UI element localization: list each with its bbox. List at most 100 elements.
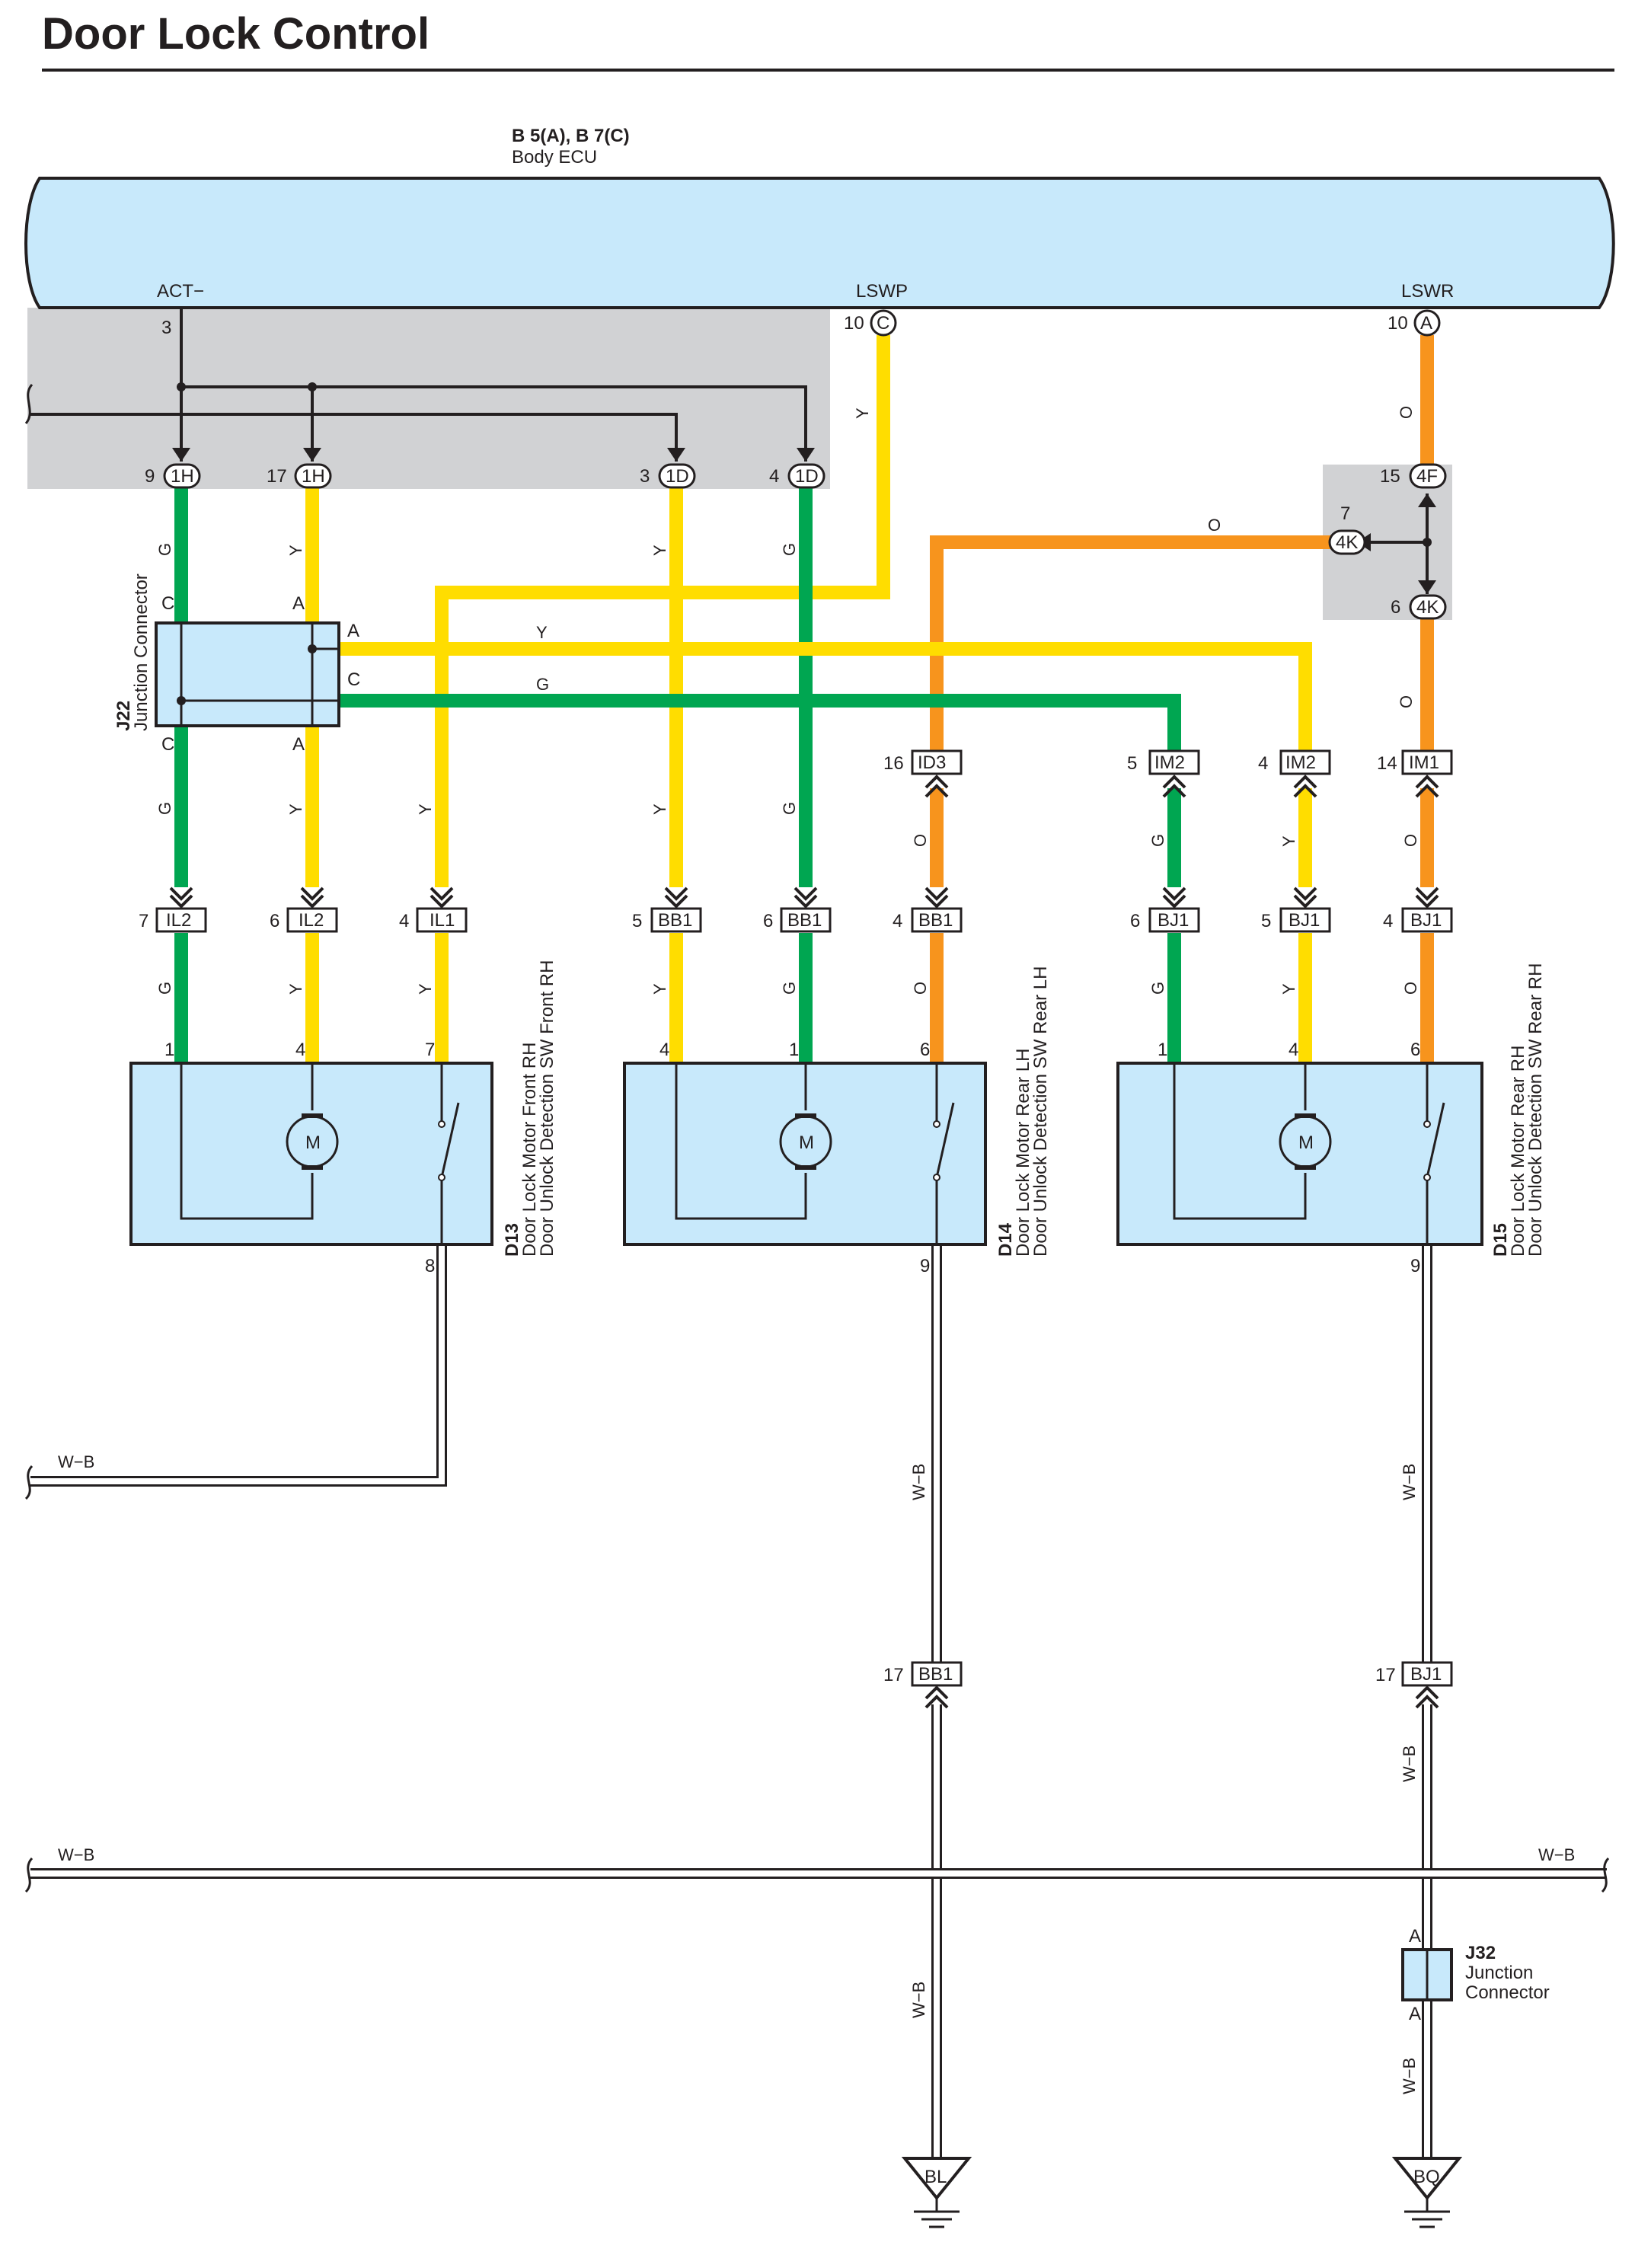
inline-connector: 14 IM1	[1377, 749, 1453, 775]
svg-text:6: 6	[270, 911, 279, 931]
svg-text:ID3: ID3	[918, 752, 946, 773]
svg-text:6: 6	[1391, 597, 1400, 618]
junction-block-area-left	[27, 308, 830, 489]
svg-text:5: 5	[1261, 911, 1271, 931]
svg-text:O: O	[1401, 982, 1420, 995]
switch-icon	[935, 1063, 955, 1244]
svg-text:Door Unlock Detection SW Rear: Door Unlock Detection SW Rear RH	[1525, 963, 1546, 1257]
svg-text:16: 16	[883, 753, 904, 774]
svg-text:9: 9	[145, 466, 155, 487]
svg-text:4: 4	[1258, 753, 1268, 774]
svg-text:BJ1: BJ1	[1158, 910, 1189, 931]
svg-text:BB1: BB1	[918, 910, 953, 931]
inline-connector: 6 BJ1	[1130, 907, 1200, 933]
inline-connector: 5 IM2	[1127, 749, 1200, 775]
svg-text:Y: Y	[650, 983, 669, 995]
jb-connector: 6 4K	[1391, 594, 1447, 620]
svg-text:W−B: W−B	[58, 1845, 94, 1864]
jb-connector: 15 4F	[1380, 463, 1447, 489]
svg-text:1H: 1H	[171, 466, 194, 487]
svg-text:BJ1: BJ1	[1410, 910, 1442, 931]
wire-color-labels: Y O O G Y Y G Y G O G Y Y Y G O G Y O G …	[58, 406, 1575, 2094]
svg-text:1D: 1D	[795, 466, 819, 487]
svg-text:Y: Y	[286, 983, 305, 995]
inline-connector: 6 BB1	[763, 907, 832, 933]
svg-text:BQ: BQ	[1413, 2167, 1440, 2187]
svg-text:7: 7	[425, 1040, 435, 1060]
wire-wb-d13	[30, 1244, 447, 1487]
wire-y-lswp	[435, 335, 890, 887]
wire-break-marks	[24, 383, 1610, 1893]
svg-text:G: G	[1148, 834, 1167, 847]
svg-text:4: 4	[399, 911, 409, 931]
inline-connector: 4 IL1	[399, 907, 468, 933]
j22-pin: C	[347, 669, 360, 690]
inline-connector: 16 ID3	[883, 749, 963, 775]
svg-text:Door Lock Motor Rear RH: Door Lock Motor Rear RH	[1508, 1046, 1528, 1257]
svg-text:D14: D14	[995, 1222, 1016, 1257]
svg-text:G: G	[155, 802, 174, 815]
ecu-conn-label-lswr: A	[1420, 313, 1432, 334]
jb-connector: 3 1D	[640, 463, 696, 489]
svg-text:BJ1: BJ1	[1410, 1664, 1442, 1685]
svg-text:D15: D15	[1490, 1223, 1511, 1257]
svg-text:M: M	[305, 1132, 321, 1153]
svg-text:Y: Y	[853, 407, 872, 419]
svg-text:BL: BL	[924, 2167, 947, 2187]
splice-dot	[308, 382, 317, 391]
ecu-pin-num-lswp: 10	[844, 313, 864, 334]
svg-text:BJ1: BJ1	[1289, 910, 1320, 931]
svg-text:Door Lock Motor Rear LH: Door Lock Motor Rear LH	[1013, 1049, 1033, 1257]
body-ecu	[24, 177, 1615, 309]
ecu-code: B 5(A), B 7(C)	[512, 126, 630, 146]
svg-text:Y: Y	[1279, 835, 1298, 847]
inline-connector: 17 BJ1	[1375, 1661, 1453, 1687]
svg-text:4: 4	[295, 1040, 305, 1060]
ecu-name: Body ECU	[512, 147, 597, 168]
svg-text:Y: Y	[286, 545, 305, 556]
inline-connector: 7 IL2	[139, 907, 207, 933]
svg-text:W−B: W−B	[909, 1464, 928, 1500]
svg-text:1H: 1H	[302, 466, 325, 487]
door-lock-motor-d13: M 1 4 7 8 D13 Door Lock Motor Front RH D…	[129, 960, 557, 1276]
svg-text:7: 7	[139, 911, 148, 931]
j22-pin: A	[292, 593, 305, 614]
ground-bl: BL	[901, 2157, 972, 2228]
svg-text:5: 5	[1127, 753, 1137, 774]
j22-code: J22	[113, 701, 134, 731]
jb-connector: 4 1D	[769, 463, 825, 489]
svg-text:14: 14	[1377, 753, 1397, 774]
door-lock-motor-d14: M 4 1 6 9 D14 Door Lock Motor Rear LH Do…	[623, 966, 1051, 1276]
svg-text:Door Unlock Detection SW Front: Door Unlock Detection SW Front RH	[537, 960, 557, 1257]
svg-text:G: G	[1148, 982, 1167, 995]
svg-text:4: 4	[893, 911, 902, 931]
switch-icon	[1426, 1063, 1445, 1244]
inline-connector: 5 BJ1	[1261, 907, 1331, 933]
j22-name: Junction Connector	[131, 573, 152, 731]
inline-connector: 17 BB1	[883, 1661, 963, 1687]
ecu-conn-lswr	[1413, 309, 1441, 337]
svg-text:G: G	[536, 675, 549, 694]
svg-text:O: O	[911, 834, 930, 847]
svg-text:1: 1	[789, 1040, 799, 1060]
page-title: Door Lock Control	[42, 9, 430, 59]
svg-text:4: 4	[1383, 911, 1393, 931]
svg-text:IL2: IL2	[299, 910, 324, 931]
j32-pin: A	[1409, 1926, 1421, 1947]
svg-text:BB1: BB1	[918, 1664, 953, 1685]
svg-text:Y: Y	[286, 803, 305, 815]
svg-text:W−B: W−B	[1538, 1845, 1575, 1864]
jb-connector: 9 1H	[145, 463, 201, 489]
svg-text:Door Unlock Detection SW Rear: Door Unlock Detection SW Rear LH	[1030, 966, 1051, 1257]
inline-connector: 4 IM2	[1258, 749, 1331, 775]
svg-text:BB1: BB1	[787, 910, 822, 931]
j22-pin: A	[347, 621, 359, 641]
svg-text:1: 1	[1158, 1040, 1167, 1060]
ecu-conn-label-lswp: C	[877, 313, 889, 334]
inline-connector: 6 IL2	[270, 907, 338, 933]
j22-pin: A	[292, 734, 305, 755]
svg-text:Y: Y	[416, 803, 435, 815]
svg-text:6: 6	[763, 911, 773, 931]
inline-connector: 4 BJ1	[1383, 907, 1453, 933]
svg-text:M: M	[1298, 1132, 1314, 1153]
